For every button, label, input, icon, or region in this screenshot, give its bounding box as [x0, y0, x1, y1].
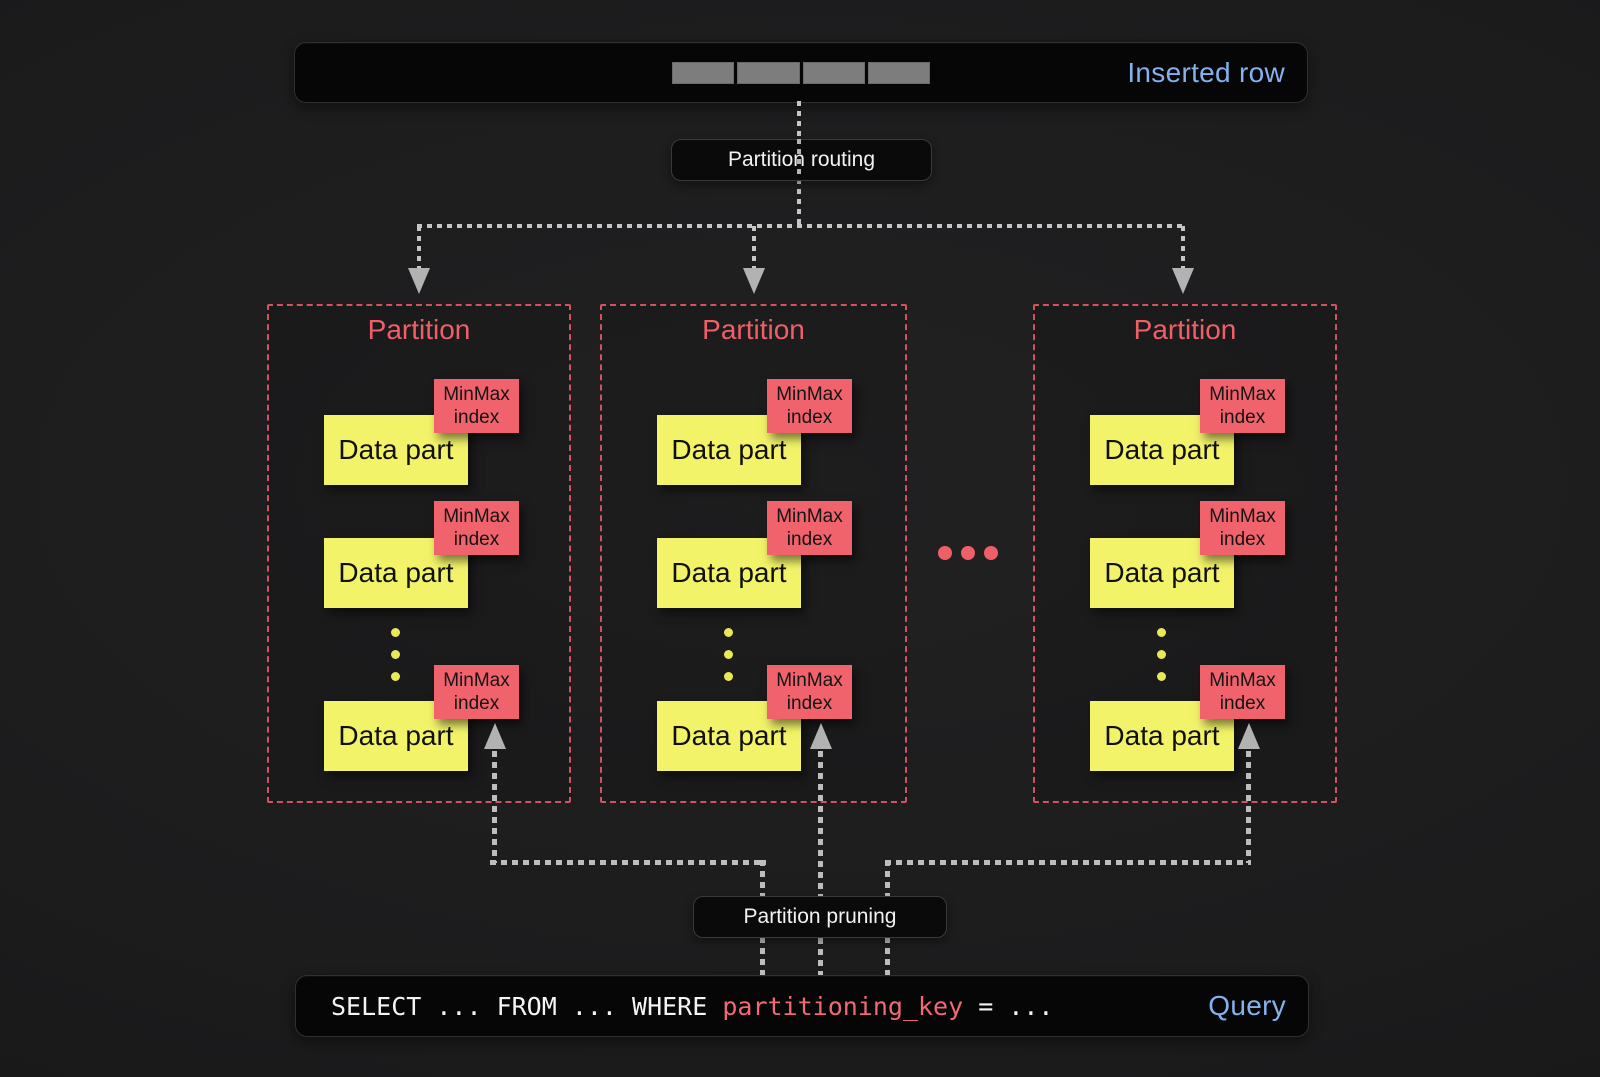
arrow-down-icon	[743, 268, 765, 294]
data-part-box: Data part	[324, 538, 468, 608]
routing-connector-line	[797, 101, 801, 139]
data-part-label: Data part	[671, 557, 787, 588]
row-segments	[672, 62, 930, 84]
minmax-index-badge: MinMax index	[1200, 665, 1285, 719]
minmax-index-badge: MinMax index	[767, 379, 852, 433]
partition-routing-label: Partition routing	[671, 139, 932, 181]
data-part-label: Data part	[1104, 434, 1220, 465]
minmax-line2: index	[453, 407, 500, 428]
routing-branch-line	[1181, 226, 1185, 270]
vertical-ellipsis-icon	[391, 628, 400, 681]
pruning-path-line	[490, 860, 766, 865]
data-part-box: Data part	[1090, 701, 1234, 771]
minmax-line1: MinMax	[1209, 505, 1276, 527]
routing-branch-line	[752, 226, 756, 270]
minmax-index-badge: MinMax index	[767, 665, 852, 719]
data-part-label: Data part	[671, 720, 787, 751]
data-part-label: Data part	[671, 434, 787, 465]
data-part-label: Data part	[1104, 557, 1220, 588]
vertical-ellipsis-icon	[724, 628, 733, 681]
inserted-row-label: Inserted row	[1127, 56, 1285, 88]
data-part-label: Data part	[1104, 720, 1220, 751]
minmax-line1: MinMax	[1209, 383, 1276, 405]
query-sql: SELECT ... FROM ... WHERE partitioning_k…	[331, 976, 1053, 1036]
arrow-down-icon	[1172, 268, 1194, 294]
sql-suffix: = ...	[963, 991, 1054, 1021]
pruning-path-line	[492, 751, 497, 863]
vertical-ellipsis-icon	[1157, 628, 1166, 681]
minmax-index-badge: MinMax index	[767, 501, 852, 555]
routing-connector-line	[797, 179, 801, 228]
routing-branch-line	[417, 226, 421, 270]
minmax-line2: index	[453, 693, 500, 714]
minmax-line2: index	[786, 693, 833, 714]
pruning-path-line	[818, 751, 823, 975]
pruning-path-line	[885, 860, 1251, 865]
arrow-up-icon	[484, 723, 506, 749]
row-segment	[737, 62, 800, 84]
data-part-label: Data part	[338, 434, 454, 465]
partition-title: Partition	[1133, 314, 1237, 345]
minmax-line1: MinMax	[443, 383, 510, 405]
partition-title: Partition	[367, 314, 471, 345]
minmax-line1: MinMax	[776, 669, 843, 691]
partition-box: Partition MinMax index Data part MinMax …	[600, 304, 907, 803]
partition-box: Partition MinMax index Data part MinMax …	[1033, 304, 1337, 803]
minmax-line2: index	[453, 529, 500, 550]
partition-routing-text: Partition routing	[727, 148, 876, 171]
minmax-line2: index	[1219, 693, 1266, 714]
horizontal-ellipsis-icon	[938, 546, 998, 560]
partition-box: Partition MinMax index Data part MinMax …	[267, 304, 571, 803]
minmax-index-badge: MinMax index	[1200, 379, 1285, 433]
data-part-box: Data part	[1090, 538, 1234, 608]
query-box: SELECT ... FROM ... WHERE partitioning_k…	[295, 975, 1309, 1037]
minmax-index-badge: MinMax index	[434, 665, 519, 719]
minmax-line1: MinMax	[1209, 669, 1276, 691]
pruning-path-line	[1246, 751, 1251, 863]
row-segment	[802, 62, 865, 84]
inserted-row-box: Inserted row	[294, 42, 1308, 103]
partitioning-key-token: partitioning_key	[722, 991, 964, 1021]
minmax-line2: index	[786, 529, 833, 550]
minmax-line2: index	[786, 407, 833, 428]
minmax-line2: index	[1219, 529, 1266, 550]
query-label: Query	[1208, 990, 1286, 1021]
routing-distribution-line	[417, 224, 1185, 228]
row-segment	[867, 62, 930, 84]
minmax-line1: MinMax	[443, 505, 510, 527]
data-part-label: Data part	[338, 720, 454, 751]
data-part-label: Data part	[338, 557, 454, 588]
minmax-line1: MinMax	[443, 669, 510, 691]
arrow-down-icon	[408, 268, 430, 294]
partition-title: Partition	[702, 314, 805, 345]
row-segment	[672, 62, 735, 84]
minmax-line1: MinMax	[776, 505, 843, 527]
minmax-line2: index	[1219, 407, 1266, 428]
partition-pruning-text: Partition pruning	[743, 905, 897, 928]
minmax-index-badge: MinMax index	[434, 501, 519, 555]
minmax-index-badge: MinMax index	[434, 379, 519, 433]
sql-prefix: SELECT ... FROM ... WHERE	[331, 991, 723, 1021]
minmax-index-badge: MinMax index	[1200, 501, 1285, 555]
partition-pruning-label: Partition pruning	[693, 896, 947, 938]
minmax-line1: MinMax	[776, 383, 843, 405]
data-part-box: Data part	[324, 701, 468, 771]
arrow-up-icon	[810, 723, 832, 749]
arrow-up-icon	[1238, 723, 1260, 749]
routing-connector-line	[797, 139, 801, 179]
